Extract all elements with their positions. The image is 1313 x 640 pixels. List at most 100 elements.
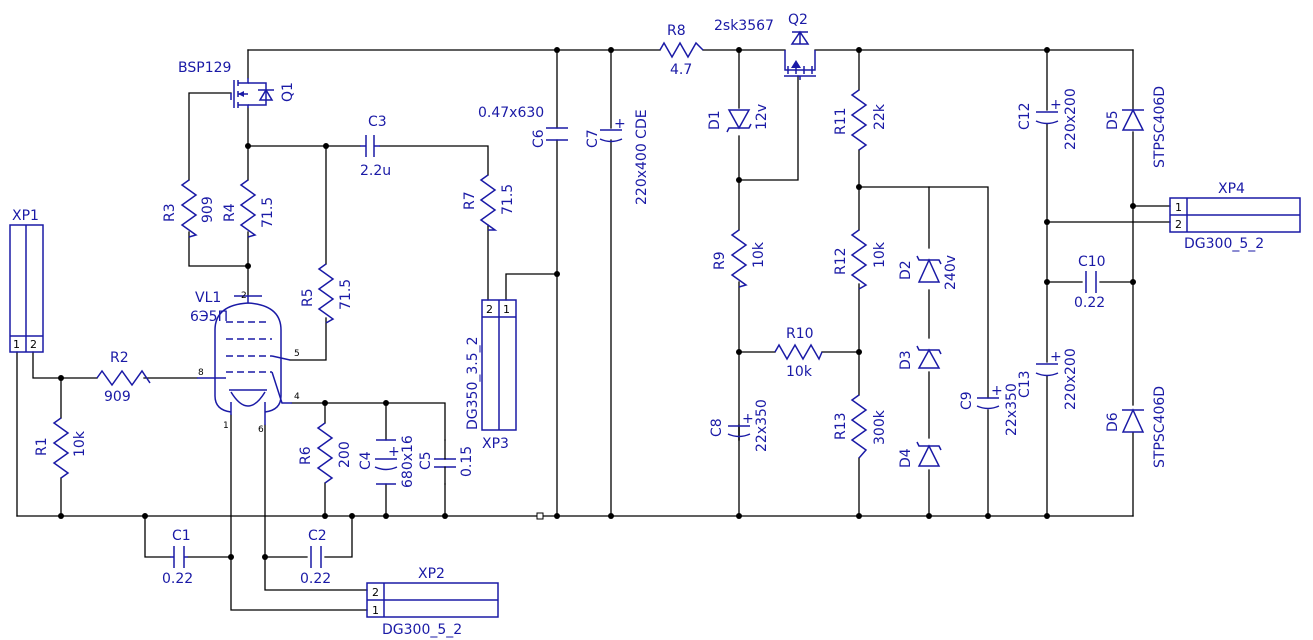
- q1-value: BSP129: [178, 60, 231, 76]
- vl1-value: 6Э5П: [190, 309, 228, 325]
- resistor-r9: R9 10k: [712, 229, 767, 288]
- c2-value: 0.22: [300, 571, 331, 587]
- xp1-pin-2: 2: [30, 338, 37, 351]
- xp3-pin-2: 2: [486, 303, 493, 316]
- c4-plus: +: [388, 444, 400, 460]
- diode-d5: D5 STPSC406D: [1105, 86, 1168, 168]
- connector-xp3: XP3 DG350_3.5_2 2 1: [465, 299, 517, 452]
- c3-value: 2.2u: [360, 163, 391, 179]
- c4-value: 680x16: [400, 435, 416, 488]
- c8-plus: +: [742, 411, 754, 427]
- c13-plus: +: [1050, 349, 1062, 365]
- connector-xp1: XP1 1 2: [9, 208, 44, 353]
- c13-value: 220x200: [1063, 348, 1079, 410]
- d4-ref: D4: [898, 448, 914, 468]
- capacitor-c8: + C8 22x350: [709, 399, 770, 452]
- xp2-pin-2: 2: [372, 586, 379, 599]
- d1-ref: D1: [707, 110, 723, 130]
- capacitor-c2: C2 0.22: [300, 528, 331, 587]
- xp2-pin-1: 1: [372, 604, 379, 617]
- zener-diode-d4: D4: [898, 441, 942, 468]
- vl1-pin-6: 6: [258, 425, 264, 435]
- xp3-pin-1: 1: [503, 303, 510, 316]
- c12-value: 220x200: [1063, 88, 1079, 150]
- c7-ref: C7: [585, 129, 601, 148]
- xp3-value: DG350_3.5_2: [465, 336, 481, 430]
- connector-xp4: XP4 DG300_5_2 1 2: [1169, 181, 1301, 252]
- r8-value: 4.7: [670, 62, 692, 78]
- r3-value: 909: [200, 196, 216, 223]
- r3-ref: R3: [162, 203, 178, 222]
- vacuum-tube-vl1: VL1 6Э5П 2 5 8 4 1 6: [190, 290, 300, 435]
- xp2-value: DG300_5_2: [382, 622, 462, 638]
- r13-ref: R13: [833, 412, 849, 440]
- d5-ref: D5: [1105, 110, 1121, 130]
- resistor-r1: R1 10k: [34, 417, 88, 479]
- d6-ref: D6: [1105, 412, 1121, 432]
- r1-value: 10k: [72, 430, 88, 457]
- c12-plus: +: [1050, 97, 1062, 113]
- vl1-ref: VL1: [195, 290, 221, 306]
- r9-ref: R9: [712, 251, 728, 270]
- r2-ref: R2: [110, 350, 129, 366]
- xp2-ref: XP2: [418, 566, 445, 582]
- vl1-pin-5: 5: [294, 349, 300, 359]
- c12-ref: C12: [1017, 102, 1033, 130]
- c13-ref: C13: [1017, 370, 1033, 398]
- r6-value: 200: [337, 441, 353, 468]
- vl1-pin-4: 4: [294, 392, 300, 402]
- diode-d6: D6 STPSC406D: [1105, 386, 1168, 468]
- c2-ref: C2: [308, 528, 327, 544]
- c1-ref: C1: [172, 528, 191, 544]
- capacitor-c13: + C13 220x200: [1017, 348, 1079, 410]
- junctions: [58, 47, 1136, 560]
- xp4-pin-2: 2: [1175, 218, 1182, 231]
- c10-value: 0.22: [1074, 295, 1105, 311]
- c6-ref: C6: [531, 129, 547, 148]
- zener-diode-d3: D3: [898, 345, 942, 370]
- connector-xp2: XP2 DG300_5_2 2 1: [366, 566, 499, 638]
- r10-value: 10k: [786, 364, 813, 380]
- r2-value: 909: [104, 389, 131, 405]
- resistor-r3: R3 909: [162, 179, 216, 238]
- d1-value: 12v: [754, 104, 770, 130]
- resistor-r10: R10 10k: [774, 326, 823, 380]
- resistor-r5: R5 71.5: [300, 263, 354, 324]
- resistor-r6: R6 200: [298, 422, 353, 484]
- c8-value: 22x350: [754, 399, 770, 452]
- c9-ref: C9: [959, 391, 975, 410]
- d3-ref: D3: [898, 350, 914, 370]
- xp4-ref: XP4: [1218, 181, 1245, 197]
- capacitor-c1: C1 0.22: [162, 528, 193, 587]
- r1-ref: R1: [34, 437, 50, 456]
- resistor-r4: R4 71.5: [222, 179, 276, 238]
- d2-value: 240v: [943, 255, 959, 290]
- xp1-pin-1: 1: [13, 338, 20, 351]
- r13-value: 300k: [872, 409, 888, 445]
- d2-ref: D2: [898, 260, 914, 280]
- r10-ref: R10: [786, 326, 814, 342]
- r7-ref: R7: [462, 191, 478, 210]
- q2-ref: Q2: [788, 12, 808, 28]
- d5-value: STPSC406D: [1152, 86, 1168, 168]
- c8-ref: C8: [709, 418, 725, 437]
- resistor-r13: R13 300k: [833, 394, 888, 459]
- r12-ref: R12: [833, 247, 849, 275]
- xp4-pin-1: 1: [1175, 201, 1182, 214]
- r12-value: 10k: [872, 241, 888, 268]
- resistor-r8: R8 4.7: [659, 23, 704, 78]
- c5-value: 0.15: [459, 446, 475, 477]
- resistor-r11: R11 22k: [833, 89, 888, 151]
- r11-value: 22k: [872, 103, 888, 130]
- r6-ref: R6: [298, 446, 314, 465]
- zener-diode-d2: D2 240v: [898, 255, 959, 290]
- capacitor-c4: + C4 680x16: [358, 435, 416, 488]
- r4-ref: R4: [222, 203, 238, 222]
- r4-value: 71.5: [260, 197, 276, 228]
- wires: [16, 49, 1171, 611]
- c3-ref: C3: [368, 114, 387, 130]
- vl1-pin-1: 1: [223, 421, 229, 431]
- vl1-pin-2: 2: [241, 291, 247, 301]
- d6-value: STPSC406D: [1152, 386, 1168, 468]
